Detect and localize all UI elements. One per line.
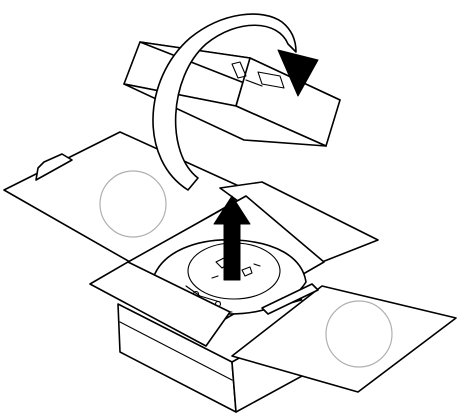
diagram-canvas [0, 0, 458, 418]
unboxing-diagram [0, 0, 458, 418]
